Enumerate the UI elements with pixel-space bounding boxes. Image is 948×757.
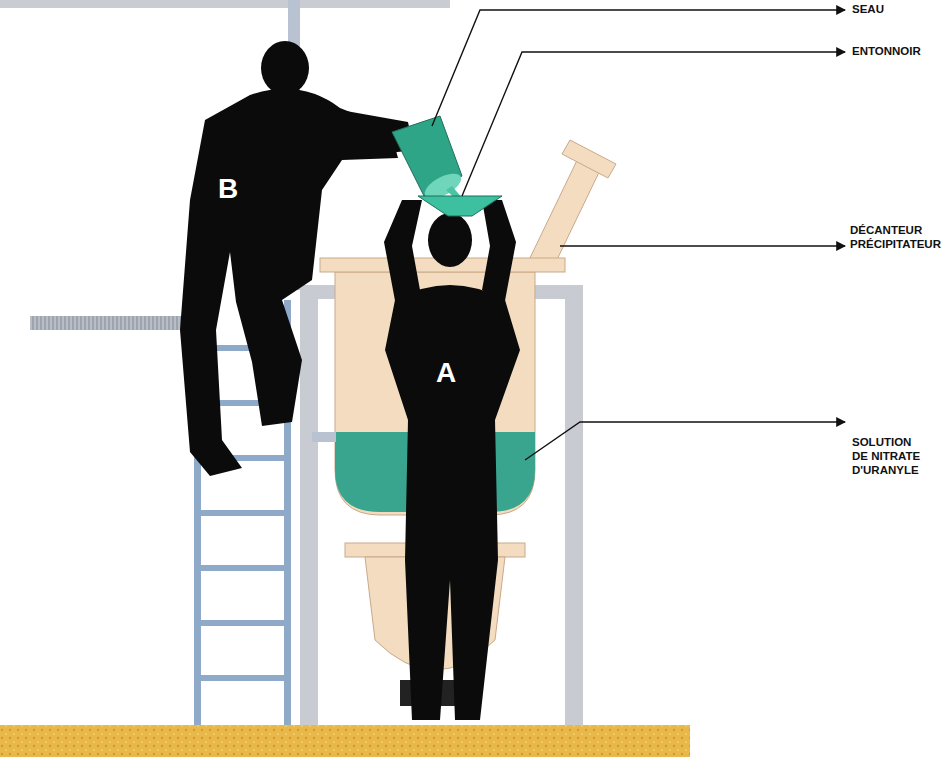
funnel (418, 196, 502, 216)
worker-letter: A (436, 356, 476, 390)
worker-b (180, 41, 414, 476)
top-band (0, 0, 450, 8)
pipe-flange (562, 140, 616, 178)
wall-bar (30, 316, 198, 330)
part-name: DÉCANTEUR PRÉCIPITATEUR (850, 224, 948, 252)
floor (0, 725, 690, 757)
part-name: SOLUTION DE NITRATE D'URANYLE (852, 436, 928, 477)
part-name: ENTONNOIR (852, 45, 948, 59)
worker-a (384, 200, 520, 720)
part-name: SEAU (852, 3, 948, 17)
leader-lines (432, 10, 845, 460)
frame-post (300, 285, 318, 725)
frame-post (565, 285, 583, 725)
worker-letter: B (218, 172, 258, 206)
nozzle (312, 432, 336, 442)
